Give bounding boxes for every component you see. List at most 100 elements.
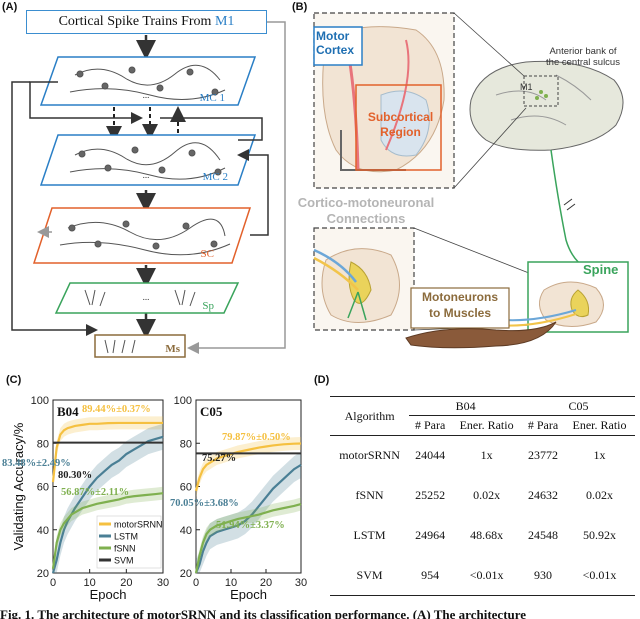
annotation-LSTM: 83.48%±2.49% — [2, 458, 71, 469]
table-cell: 24964 — [415, 528, 446, 542]
y-axis-label: Validating Accuracy/% — [11, 422, 26, 550]
mc2-layer-plane — [39, 134, 257, 186]
table-row: SVM 954 <0.01x 930 <0.01x — [330, 555, 635, 596]
x-axis-label: Epoch — [230, 587, 267, 602]
annotation-motorSRNN: 89.44%±0.37% — [82, 404, 151, 415]
motoneurons-box — [410, 287, 510, 329]
x-tick-label: 30 — [295, 577, 307, 589]
input-title-m1: M1 — [214, 14, 235, 29]
sc-label: SC — [201, 248, 214, 260]
panel-label-b: (B) — [292, 1, 308, 13]
table-cell: 1x — [480, 448, 493, 463]
series-line-fSNN — [194, 502, 302, 574]
annotation-fSNN: 51.94%±3.37% — [216, 520, 285, 531]
chart-axes-frame — [195, 399, 302, 574]
annotation-LSTM: 70.05%±3.68% — [170, 498, 239, 509]
table-cell: 1x — [593, 448, 606, 463]
series-line-LSTM — [194, 463, 302, 574]
table-row: LSTM 24964 48.68x 24548 50.92x — [330, 516, 635, 556]
panel-label-d: (D) — [314, 374, 330, 386]
m1-label: M1 — [520, 82, 533, 92]
table-row-name: SVM — [330, 555, 410, 596]
table-cell: 954 — [409, 555, 452, 596]
y-tick-label: 100 — [174, 395, 192, 407]
panel-label-c: (C) — [6, 374, 22, 386]
y-tick-label: 60 — [37, 482, 49, 494]
legend-item-LSTM: LSTM — [114, 532, 138, 542]
subcortical-box — [355, 84, 442, 171]
legend-item-fSNN: fSNN — [114, 544, 136, 554]
series-band-motorSRNN — [196, 436, 301, 498]
y-tick-label: 100 — [31, 395, 49, 407]
table-cell: <0.01x — [451, 555, 523, 596]
mc2-dots: ... — [143, 170, 150, 180]
x-tick-label: 20 — [260, 577, 272, 589]
mc2-label: MC 2 — [203, 171, 228, 183]
sp-label: Sp — [202, 300, 214, 312]
panel-label-a: (A) — [2, 1, 18, 13]
table-subheader: # Para — [522, 415, 565, 436]
x-tick-label: 20 — [120, 577, 132, 589]
table-row: motorSRNN 24044 1x 23772 1x — [330, 436, 635, 476]
series-band-LSTM — [196, 451, 301, 573]
anterior-line1: Anterior bank of — [549, 46, 617, 57]
sp-dots: ... — [143, 292, 150, 302]
x-tick-label: 0 — [193, 577, 199, 589]
series-line-LSTM — [51, 435, 164, 574]
table-cell: 0.02x — [586, 488, 614, 502]
y-tick-label: 40 — [37, 525, 49, 537]
series-band-fSNN — [196, 497, 301, 573]
motor-cortex-box — [313, 26, 363, 66]
motor-cortex-label: Motor Cortex — [316, 29, 362, 57]
motor-cortex-line1: Motor — [316, 29, 350, 43]
subcortical-line1: Subcortical — [367, 110, 434, 124]
x-axis-label: Epoch — [90, 587, 127, 602]
connections-line2: Connections — [326, 211, 406, 226]
table-row-name: LSTM — [353, 528, 386, 542]
chart-title: B04 — [57, 404, 79, 419]
mc1-label: MC 1 — [200, 92, 225, 104]
y-tick-label: 20 — [37, 568, 49, 580]
architecture-diagram: ... ... ... MC 1 MC 2 SC Sp Ms — [11, 21, 286, 358]
performance-table: Algorithm B04 C05 # Para Ener. Ratio # P… — [330, 396, 635, 596]
anatomy-illustration — [313, 12, 629, 349]
table-subheader: # Para — [409, 415, 452, 436]
connections-label: Cortico-motoneuronal Connections — [296, 195, 436, 227]
table-header-algorithm: Algorithm — [330, 396, 410, 436]
input-title-text: Cortical Spike Trains From — [58, 14, 215, 29]
x-tick-label: 10 — [225, 577, 237, 589]
table-subheader: Ener. Ratio — [564, 415, 635, 436]
m1-region-box — [523, 75, 559, 107]
annotation-motorSRNN: 79.87%±0.50% — [222, 432, 291, 443]
annotation-SVM: 80.30% — [58, 470, 92, 481]
motoneurons-line1: Motoneurons — [422, 290, 498, 304]
table-group-c05: C05 — [522, 396, 635, 416]
legend-item-SVM: SVM — [114, 556, 134, 566]
figure-caption: Fig. 1. The architecture of motorSRNN an… — [0, 607, 527, 619]
subcortical-label: Subcortical Region — [358, 110, 443, 140]
table-cell: 23772 — [528, 448, 559, 463]
motoneurons-line2: to Muscles — [428, 306, 491, 320]
y-tick-label: 20 — [180, 568, 192, 580]
mc1-dots: ... — [143, 90, 150, 100]
anterior-line2: the central sulcus — [546, 57, 620, 68]
connections-line1: Cortico-motoneuronal — [297, 195, 435, 210]
x-tick-label: 0 — [50, 577, 56, 589]
anterior-bank-label: Anterior bank of the central sulcus — [528, 46, 638, 68]
table-cell: <0.01x — [564, 555, 635, 596]
chart-title: C05 — [200, 404, 223, 419]
subcortical-line2: Region — [380, 125, 421, 139]
x-tick-label: 10 — [84, 577, 96, 589]
ms-layer-box — [94, 334, 186, 358]
ms-label: Ms — [165, 343, 180, 355]
spine-label: Spine — [583, 262, 619, 277]
motoneurons-label: Motoneurons to Muscles — [411, 289, 509, 321]
table-cell: 48.68x — [470, 528, 504, 542]
sc-layer-plane — [32, 207, 252, 264]
muscle-shape — [405, 321, 557, 349]
table-cell: 24044 — [415, 448, 446, 463]
y-tick-label: 40 — [180, 525, 192, 537]
motor-cortex-line2: Cortex — [316, 43, 355, 57]
table-row: fSNN 25252 0.02x 24632 0.02x — [330, 476, 635, 516]
